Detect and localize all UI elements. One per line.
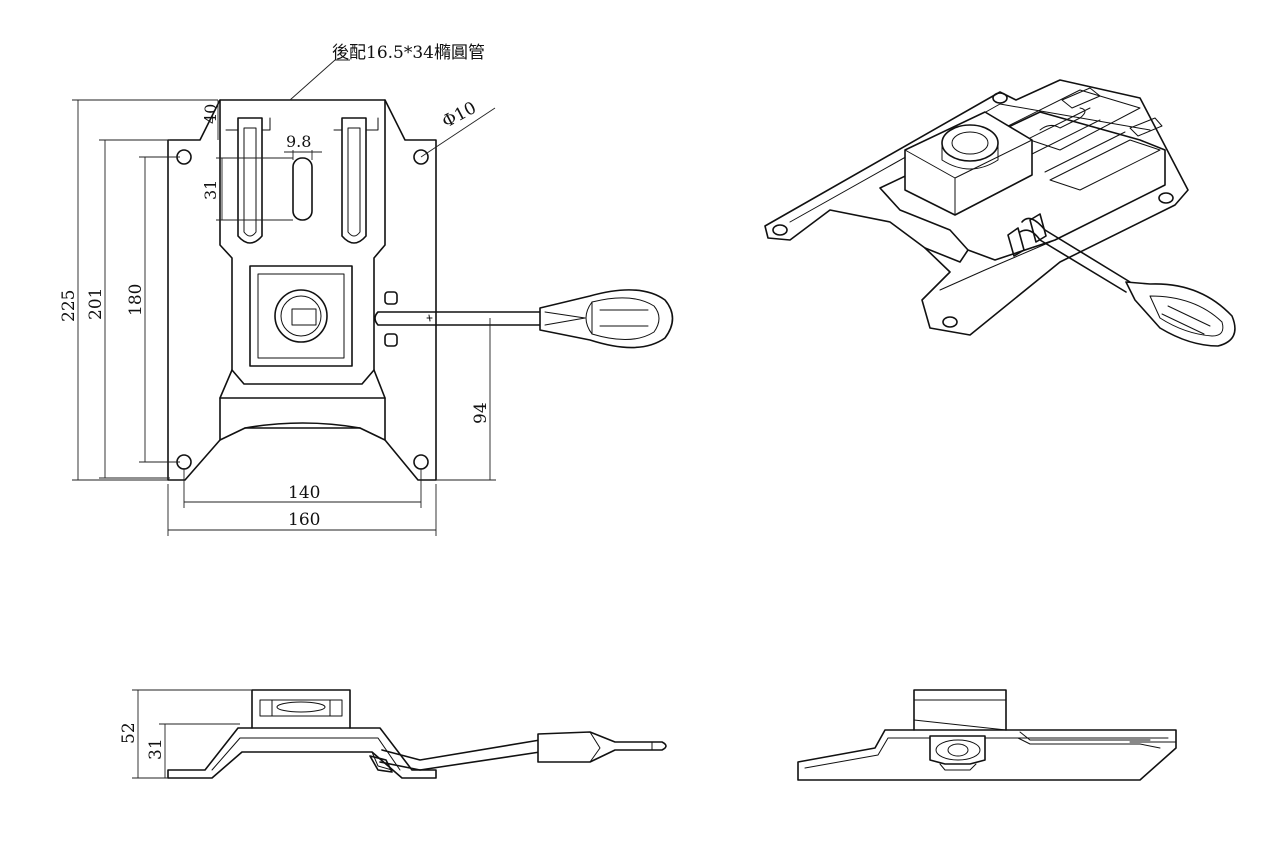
end-view bbox=[797, 689, 1177, 781]
overall-length-label: 225 bbox=[59, 290, 79, 322]
side-height-label: 52 bbox=[119, 722, 139, 744]
overall-width-label: 160 bbox=[288, 510, 320, 530]
isometric-view bbox=[764, 79, 1236, 347]
inner-length-label: 201 bbox=[86, 288, 106, 320]
side-low-height-label: 31 bbox=[146, 738, 166, 760]
lever-offset-label: 94 bbox=[471, 402, 491, 424]
tube-note-label: 後配16.5*34橢圓管 bbox=[332, 43, 485, 63]
top-view bbox=[167, 99, 674, 481]
hole-spacing-long-label: 180 bbox=[126, 284, 146, 316]
slot-length-label: 31 bbox=[201, 180, 220, 200]
slot-width-label: 9.8 bbox=[286, 132, 311, 151]
side-view bbox=[167, 689, 667, 779]
side-view-dimensions: 52 31 bbox=[119, 689, 252, 779]
top-margin-label: 40 bbox=[201, 104, 220, 124]
hole-spacing-wide-label: 140 bbox=[288, 483, 320, 503]
hole-diameter-label: Φ10 bbox=[439, 98, 480, 132]
top-view-dimensions bbox=[72, 59, 496, 536]
